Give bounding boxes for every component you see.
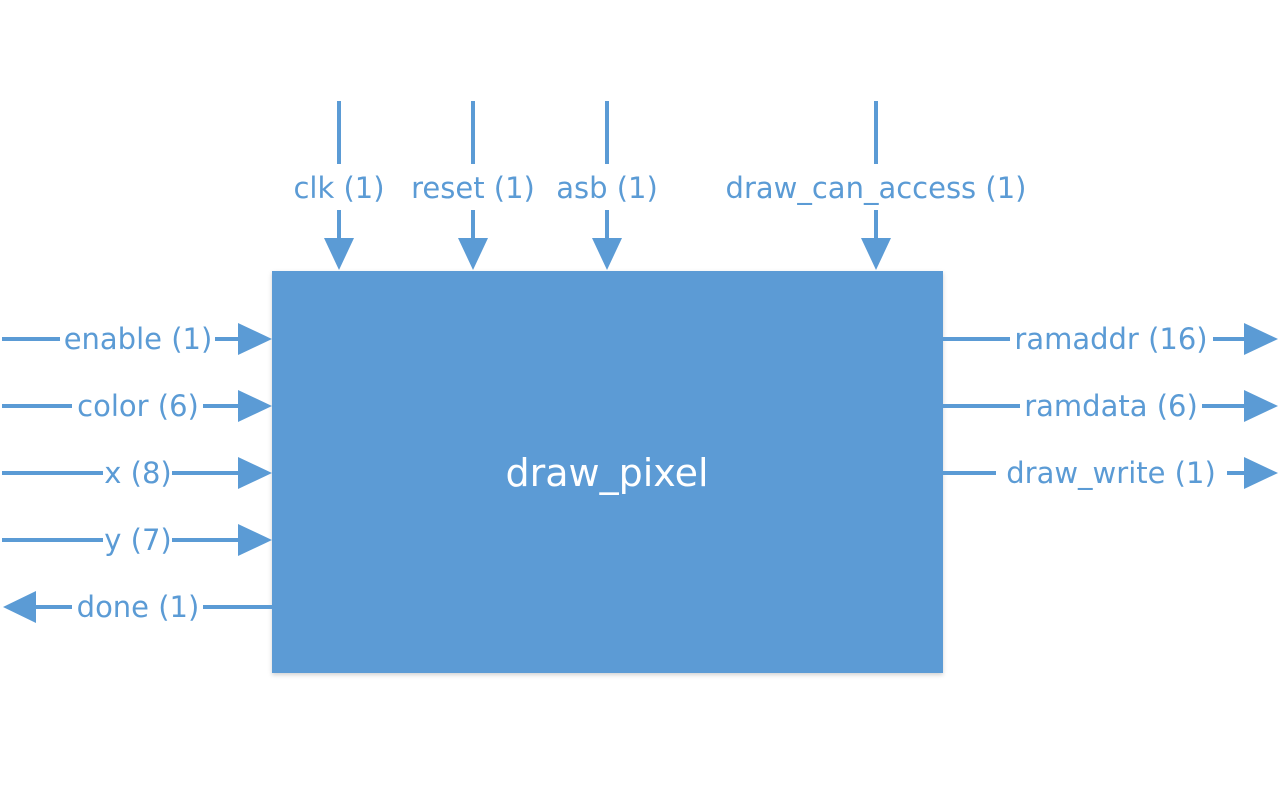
done-label: done (1) [77, 590, 200, 624]
x-arrow-icon [238, 457, 272, 489]
left-output-done: done (1) [3, 590, 272, 624]
x-label: x (8) [104, 456, 171, 490]
color-arrow-icon [238, 390, 272, 422]
y-arrow-icon [238, 524, 272, 556]
right-output-ramaddr: ramaddr (16) [943, 322, 1278, 356]
enable-label: enable (1) [64, 322, 213, 356]
reset-label: reset (1) [411, 171, 535, 205]
top-input-asb: asb (1) [556, 101, 658, 270]
ramaddr-label: ramaddr (16) [1014, 322, 1207, 356]
reset-arrow-icon [458, 238, 488, 270]
draw-write-label: draw_write (1) [1006, 456, 1216, 490]
top-input-reset: reset (1) [411, 101, 535, 270]
top-input-draw-can-access: draw_can_access (1) [726, 101, 1027, 270]
y-label: y (7) [104, 523, 171, 557]
enable-arrow-icon [238, 323, 272, 355]
ramdata-label: ramdata (6) [1024, 389, 1198, 423]
asb-label: asb (1) [556, 171, 658, 205]
ramaddr-arrow-icon [1244, 323, 1278, 355]
color-label: color (6) [77, 389, 199, 423]
left-input-enable: enable (1) [2, 322, 272, 356]
left-input-y: y (7) [2, 523, 272, 557]
asb-arrow-icon [592, 238, 622, 270]
draw-write-arrow-icon [1244, 457, 1278, 489]
left-input-x: x (8) [2, 456, 272, 490]
top-input-clk: clk (1) [293, 101, 385, 270]
right-output-ramdata: ramdata (6) [943, 389, 1278, 423]
done-arrow-icon [3, 591, 36, 623]
right-output-draw-write: draw_write (1) [943, 456, 1278, 490]
block-title: draw_pixel [505, 451, 708, 495]
draw-can-access-label: draw_can_access (1) [726, 171, 1027, 205]
clk-label: clk (1) [293, 171, 384, 205]
draw-can-access-arrow-icon [861, 238, 891, 270]
draw-pixel-block[interactable] [272, 271, 943, 673]
left-input-color: color (6) [2, 389, 272, 423]
ramdata-arrow-icon [1244, 390, 1278, 422]
clk-arrow-icon [324, 238, 354, 270]
